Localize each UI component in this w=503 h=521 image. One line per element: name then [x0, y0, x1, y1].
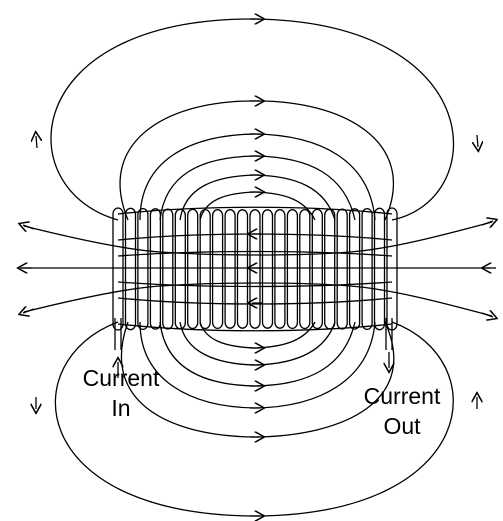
arrow-mark — [477, 134, 478, 147]
coil-turn — [299, 208, 311, 330]
coil-turn — [211, 209, 224, 330]
field-line-inner-upper — [117, 233, 393, 241]
coil-turn — [373, 207, 386, 331]
coil-turn — [236, 209, 249, 329]
coil-turn — [112, 207, 124, 331]
coil-turn — [361, 207, 373, 331]
solenoid-coil — [112, 207, 398, 331]
field-line-top-5 — [179, 174, 336, 221]
arrow-mark — [481, 221, 493, 225]
coil-turn — [124, 207, 137, 331]
field-line-bottom-4 — [159, 321, 356, 387]
current-in-label-line2: In — [111, 395, 131, 421]
coil-turn — [199, 208, 211, 330]
field-line-axis-lower — [23, 282, 493, 317]
coil-turn — [311, 208, 323, 330]
coil-turn — [336, 208, 348, 330]
current-out-label-line1: Current — [363, 383, 441, 409]
arrow-mark — [23, 225, 35, 229]
field-line-axis-upper — [23, 221, 493, 256]
coil-turn — [286, 209, 299, 330]
coil-turn — [137, 207, 149, 331]
current-out-label-line2: Out — [383, 413, 421, 439]
solenoid-bottom-edge — [117, 323, 393, 332]
coil-turn — [224, 209, 236, 329]
coil-turn — [274, 209, 286, 329]
coil-turn — [324, 208, 336, 330]
arrow-mark — [481, 313, 493, 317]
solenoid-top-edge — [117, 206, 393, 215]
coil-turn — [261, 209, 274, 329]
coil-turn — [149, 208, 162, 330]
coil-turn — [348, 208, 361, 330]
current-in-label-line1: Current — [82, 365, 160, 391]
coil-turn — [187, 208, 199, 330]
coil-turn — [174, 208, 186, 330]
coil-turn — [162, 208, 174, 330]
current-in-label: Current In — [66, 363, 176, 423]
arrow-mark — [23, 309, 35, 313]
field-line-top-2 — [119, 100, 395, 221]
coil-turn — [386, 207, 398, 331]
current-out-label: Current Out — [342, 381, 462, 441]
coil-turn — [249, 209, 261, 329]
arrow-mark — [36, 136, 37, 149]
field-line-bottom-6 — [199, 321, 316, 349]
